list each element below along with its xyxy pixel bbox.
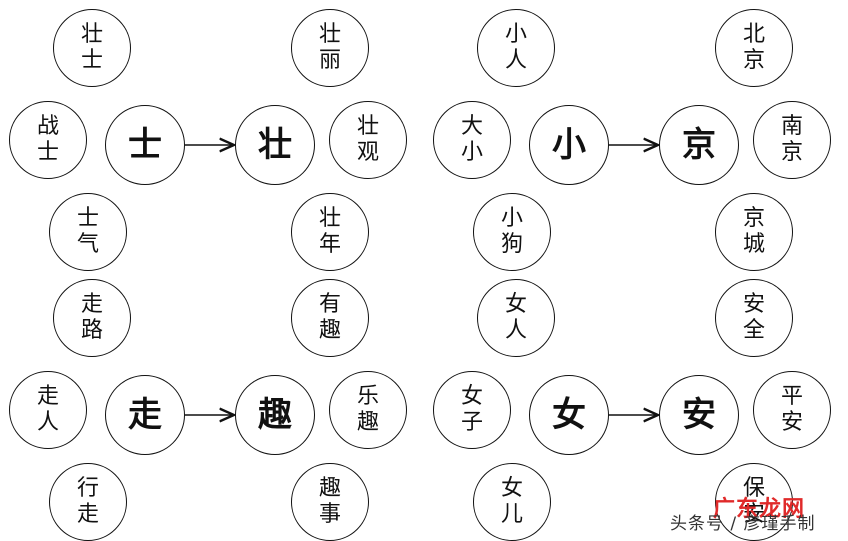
word-char: 趣 [356,410,379,435]
word-char: 女 [500,475,523,501]
target-char-circle: 安 [659,375,739,455]
word-char: 人 [36,410,59,435]
word-char: 小 [500,205,523,231]
word-char: 人 [504,318,527,343]
word-char: 京 [780,140,803,165]
word-char: 士 [80,48,103,73]
word-char: 平 [780,383,803,409]
word-circle-left-0: 女人 [477,279,555,357]
word-char: 路 [80,318,103,343]
word-char: 走 [36,383,59,409]
word-char: 保 [742,475,765,501]
word-circle-right-0: 北京 [715,9,793,87]
word-circle-left-0: 走路 [53,279,131,357]
word-circle-left-1: 大小 [433,101,511,179]
word-char: 走 [80,291,103,317]
source-char-circle: 女 [529,375,609,455]
word-circle-left-2: 小狗 [473,193,551,271]
word-char: 壮 [80,21,103,47]
word-char: 小 [504,21,527,47]
watermark-text: 头条号 / 彦瑾手制 [670,514,816,534]
word-circle-right-0: 有趣 [291,279,369,357]
word-char: 安 [742,502,765,527]
word-char: 乐 [356,383,379,409]
word-char: 小 [460,140,483,165]
word-char: 行 [76,475,99,501]
word-circle-right-2: 趣事 [291,463,369,541]
word-char: 狗 [500,232,523,257]
word-char: 安 [780,410,803,435]
word-char: 女 [460,383,483,409]
word-circle-right-1: 平安 [753,371,831,449]
word-circle-right-2: 保安 [715,463,793,541]
word-circle-left-1: 女子 [433,371,511,449]
word-char: 趣 [318,318,341,343]
word-circle-right-2: 壮年 [291,193,369,271]
word-circle-left-0: 壮士 [53,9,131,87]
word-char: 丽 [318,48,341,73]
word-char: 儿 [500,502,523,527]
word-char: 有 [318,291,341,317]
word-char: 人 [504,48,527,73]
word-char: 事 [318,502,341,527]
word-circle-left-0: 小人 [477,9,555,87]
word-char: 壮 [356,113,379,139]
target-char-circle: 京 [659,105,739,185]
word-char: 全 [742,318,765,343]
word-char: 观 [356,140,379,165]
word-circle-right-1: 壮观 [329,101,407,179]
word-char: 士 [36,140,59,165]
word-circle-left-2: 女儿 [473,463,551,541]
word-circle-right-1: 乐趣 [329,371,407,449]
word-circle-right-0: 壮丽 [291,9,369,87]
word-circle-left-1: 走人 [9,371,87,449]
target-char-circle: 趣 [235,375,315,455]
word-char: 城 [742,232,765,257]
word-char: 壮 [318,21,341,47]
word-char: 趣 [318,475,341,501]
word-char: 年 [318,232,341,257]
word-char: 子 [460,410,483,435]
source-char-circle: 走 [105,375,185,455]
word-char: 女 [504,291,527,317]
source-char-circle: 小 [529,105,609,185]
word-circle-left-2: 士气 [49,193,127,271]
word-char: 安 [742,291,765,317]
word-circle-right-0: 安全 [715,279,793,357]
word-char: 气 [76,232,99,257]
word-char: 战 [36,113,59,139]
word-char: 壮 [318,205,341,231]
word-circle-left-2: 行走 [49,463,127,541]
word-circle-right-1: 南京 [753,101,831,179]
word-circle-left-1: 战士 [9,101,87,179]
source-char-circle: 士 [105,105,185,185]
word-char: 京 [742,48,765,73]
word-char: 走 [76,502,99,527]
site-logo: 广东龙网 [713,497,806,522]
word-char: 大 [460,113,483,139]
word-char: 京 [742,205,765,231]
word-char: 士 [76,205,99,231]
word-char: 北 [742,21,765,47]
word-char: 南 [780,113,803,139]
word-circle-right-2: 京城 [715,193,793,271]
target-char-circle: 壮 [235,105,315,185]
